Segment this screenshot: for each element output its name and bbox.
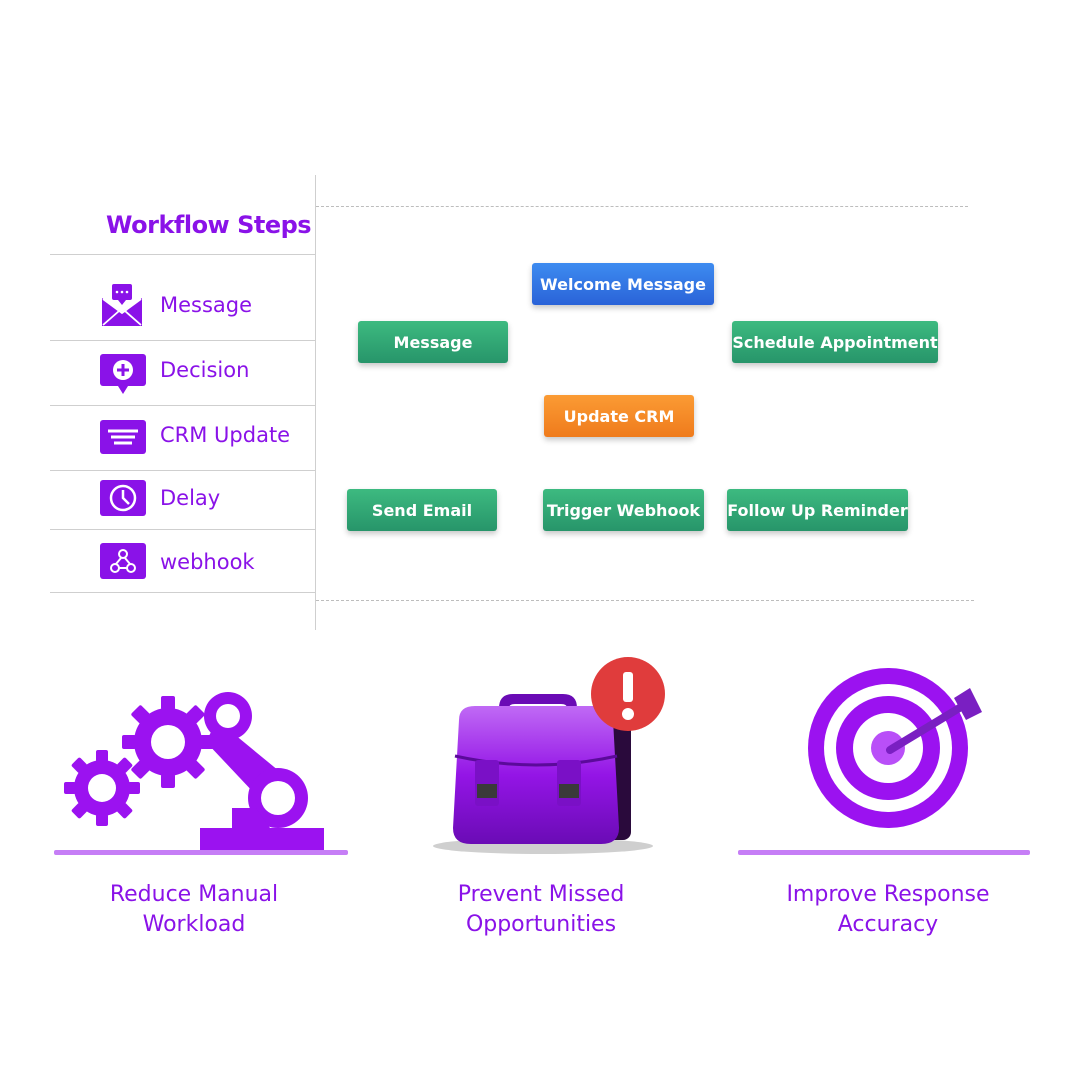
sidebar-item-decision[interactable]: Decision: [50, 340, 315, 406]
sidebar-item-delay[interactable]: Delay: [50, 470, 315, 530]
sidebar-item-label: CRM Update: [160, 423, 291, 447]
node-welcome-message[interactable]: Welcome Message: [532, 263, 714, 305]
node-trigger-webhook[interactable]: Trigger Webhook: [543, 489, 704, 531]
node-send-email[interactable]: Send Email: [347, 489, 497, 531]
sidebar-title: Workflow Steps: [106, 211, 312, 239]
node-schedule-appointment[interactable]: Schedule Appointment: [732, 321, 938, 363]
envelope-icon: [102, 284, 142, 326]
sidebar-item-label: webhook: [160, 550, 255, 574]
plus-bubble-icon: [100, 354, 146, 394]
target-arrow-icon: [738, 668, 1030, 855]
lines-icon: [100, 420, 146, 454]
node-follow-up-reminder[interactable]: Follow Up Reminder: [727, 489, 908, 531]
briefcase-alert-icon: [433, 657, 665, 854]
sidebar-item-webhook[interactable]: webhook: [50, 529, 315, 593]
workflow-steps-sidebar: Workflow Steps Message Decision CRM Upda…: [50, 175, 316, 630]
top-divider: [316, 206, 968, 207]
sidebar-item-label: Delay: [160, 486, 221, 510]
clock-icon: [100, 480, 146, 516]
robot-arm-gears-icon: [54, 692, 348, 855]
bottom-divider: [316, 600, 974, 601]
webhook-icon: [100, 543, 146, 579]
workflow-canvas: Welcome Message Message Schedule Appoint…: [316, 175, 996, 635]
sidebar-item-label: Message: [160, 293, 253, 317]
sidebar-item-message[interactable]: Message: [50, 254, 315, 341]
sidebar-item-label: Decision: [160, 358, 250, 382]
node-update-crm[interactable]: Update CRM: [544, 395, 694, 437]
sidebar-item-crm-update[interactable]: CRM Update: [50, 405, 315, 471]
node-message[interactable]: Message: [358, 321, 508, 363]
